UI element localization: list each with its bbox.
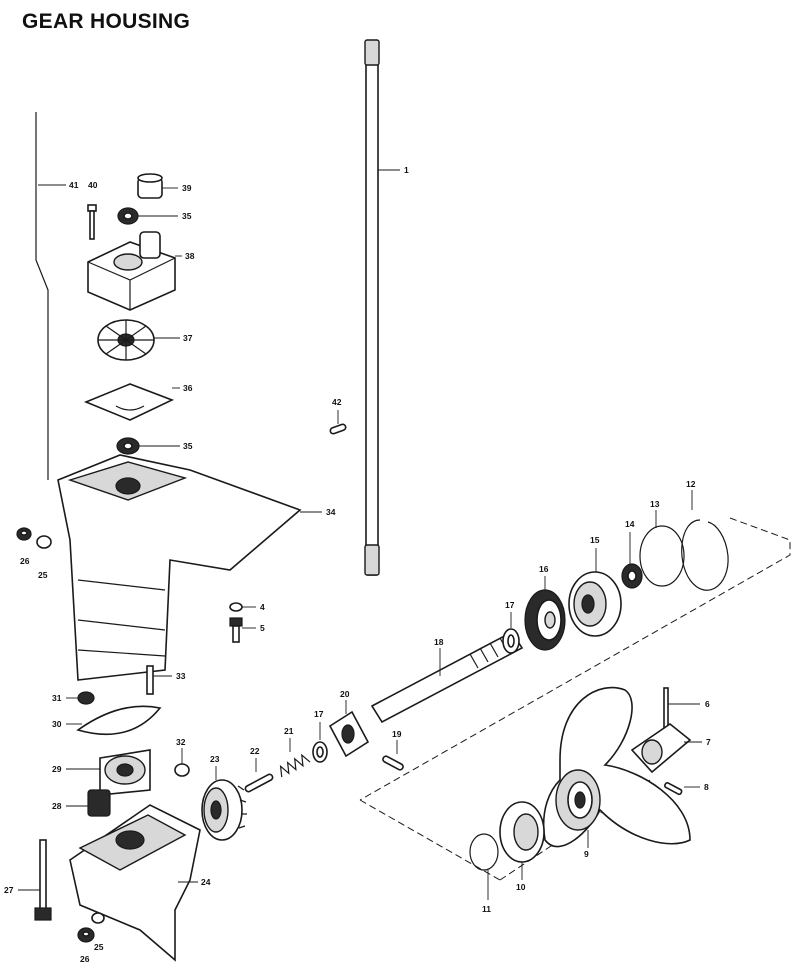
callout-26-upper: 26: [20, 556, 30, 566]
part-14-bearing: [621, 532, 643, 589]
part-13-o-ring: [639, 510, 685, 587]
part-39-grommet: [137, 173, 178, 199]
part-26-screw-lower: [77, 927, 95, 943]
part-34-upper-gear-housing: [57, 454, 322, 681]
callout-41: 41: [69, 180, 79, 190]
part-35-upper-bearing: [117, 207, 178, 225]
callout-31: 31: [52, 693, 62, 703]
part-12-retaining-ring: [681, 490, 729, 591]
callout-29: 29: [52, 764, 62, 774]
callout-21: 21: [284, 726, 294, 736]
part-37-impeller: [97, 319, 180, 361]
callout-24: 24: [201, 877, 211, 887]
callout-10: 10: [516, 882, 526, 892]
callout-39: 39: [182, 183, 192, 193]
callout-23: 23: [210, 754, 220, 764]
callout-38: 38: [185, 251, 195, 261]
part-15-bearing-carrier: [568, 548, 622, 637]
part-25-washer-lower: [91, 912, 105, 924]
callout-4: 4: [260, 602, 265, 612]
part-21-spring: [279, 738, 311, 778]
part-25-washer-upper: [36, 535, 52, 549]
part-40-screw: [87, 204, 97, 240]
callout-12: 12: [686, 479, 696, 489]
callout-20: 20: [340, 689, 350, 699]
part-5-bolt: [229, 617, 256, 643]
part-6-screw: [663, 687, 700, 729]
callout-35-lower: 35: [183, 441, 193, 451]
part-42-pin: [329, 410, 347, 435]
callout-1: 1: [404, 165, 409, 175]
callout-13: 13: [650, 499, 660, 509]
part-17-washer-lower: [312, 722, 328, 763]
part-24-lower-gear-housing: [69, 804, 201, 962]
callout-37: 37: [183, 333, 193, 343]
part-33-stud: [146, 665, 172, 695]
callout-35-upper: 35: [182, 211, 192, 221]
callout-32: 32: [176, 737, 186, 747]
part-29-bearing-carrier: [66, 749, 151, 796]
part-18-propeller-shaft: [370, 630, 524, 724]
part-23-pinion-gear-bearing: [201, 766, 247, 841]
callout-15: 15: [590, 535, 600, 545]
callout-17-lower: 17: [314, 709, 324, 719]
part-17-washer-upper: [502, 612, 520, 654]
part-10-thrust-washer: [499, 801, 545, 880]
part-4-washer: [229, 602, 256, 612]
callout-9: 9: [584, 849, 589, 859]
part-11-ring: [469, 833, 499, 900]
callout-42: 42: [332, 397, 342, 407]
callout-14: 14: [625, 519, 635, 529]
callout-19: 19: [392, 729, 402, 739]
callout-16: 16: [539, 564, 549, 574]
part-36-pump-plate: [83, 383, 180, 421]
callout-40: 40: [88, 180, 98, 190]
callout-5: 5: [260, 623, 265, 633]
callout-30: 30: [52, 719, 62, 729]
callout-18: 18: [434, 637, 444, 647]
part-30-gasket: [66, 705, 162, 736]
callout-27: 27: [4, 885, 14, 895]
callout-36: 36: [183, 383, 193, 393]
callout-17-upper: 17: [505, 600, 515, 610]
callout-8: 8: [704, 782, 709, 792]
part-31-nut: [66, 691, 95, 705]
callout-34: 34: [326, 507, 336, 517]
part-1-drive-shaft: [364, 39, 400, 576]
part-8-drive-pin: [664, 782, 700, 796]
callout-25-upper: 25: [38, 570, 48, 580]
callout-26-lower: 26: [80, 954, 90, 964]
part-32-nut: [174, 748, 190, 777]
part-38-water-pump-housing: [87, 231, 182, 311]
callout-28: 28: [52, 801, 62, 811]
part-27-screw: [18, 839, 52, 921]
callout-25-lower: 25: [94, 942, 104, 952]
part-9-propeller: [542, 686, 691, 848]
callout-7: 7: [706, 737, 711, 747]
part-19-cross-pin: [382, 740, 404, 771]
part-20-clutch: [328, 700, 370, 758]
callout-11: 11: [482, 904, 491, 914]
part-26-screw-upper: [16, 527, 32, 541]
part-7-prop-nut: [630, 723, 702, 774]
part-41-shift-rod: [35, 112, 66, 480]
callout-22: 22: [250, 746, 260, 756]
callout-33: 33: [176, 671, 186, 681]
part-16-bevel-gear: [524, 576, 566, 651]
part-22-pin: [244, 758, 274, 793]
callout-6: 6: [705, 699, 710, 709]
callout-labels: 1 4 5 6 7 8 9 10 11 12 13 14 15 16 17 17…: [4, 165, 711, 964]
part-35-lower-bearing: [116, 437, 180, 455]
page-title: GEAR HOUSING: [22, 10, 191, 33]
part-28-block: [66, 789, 111, 817]
